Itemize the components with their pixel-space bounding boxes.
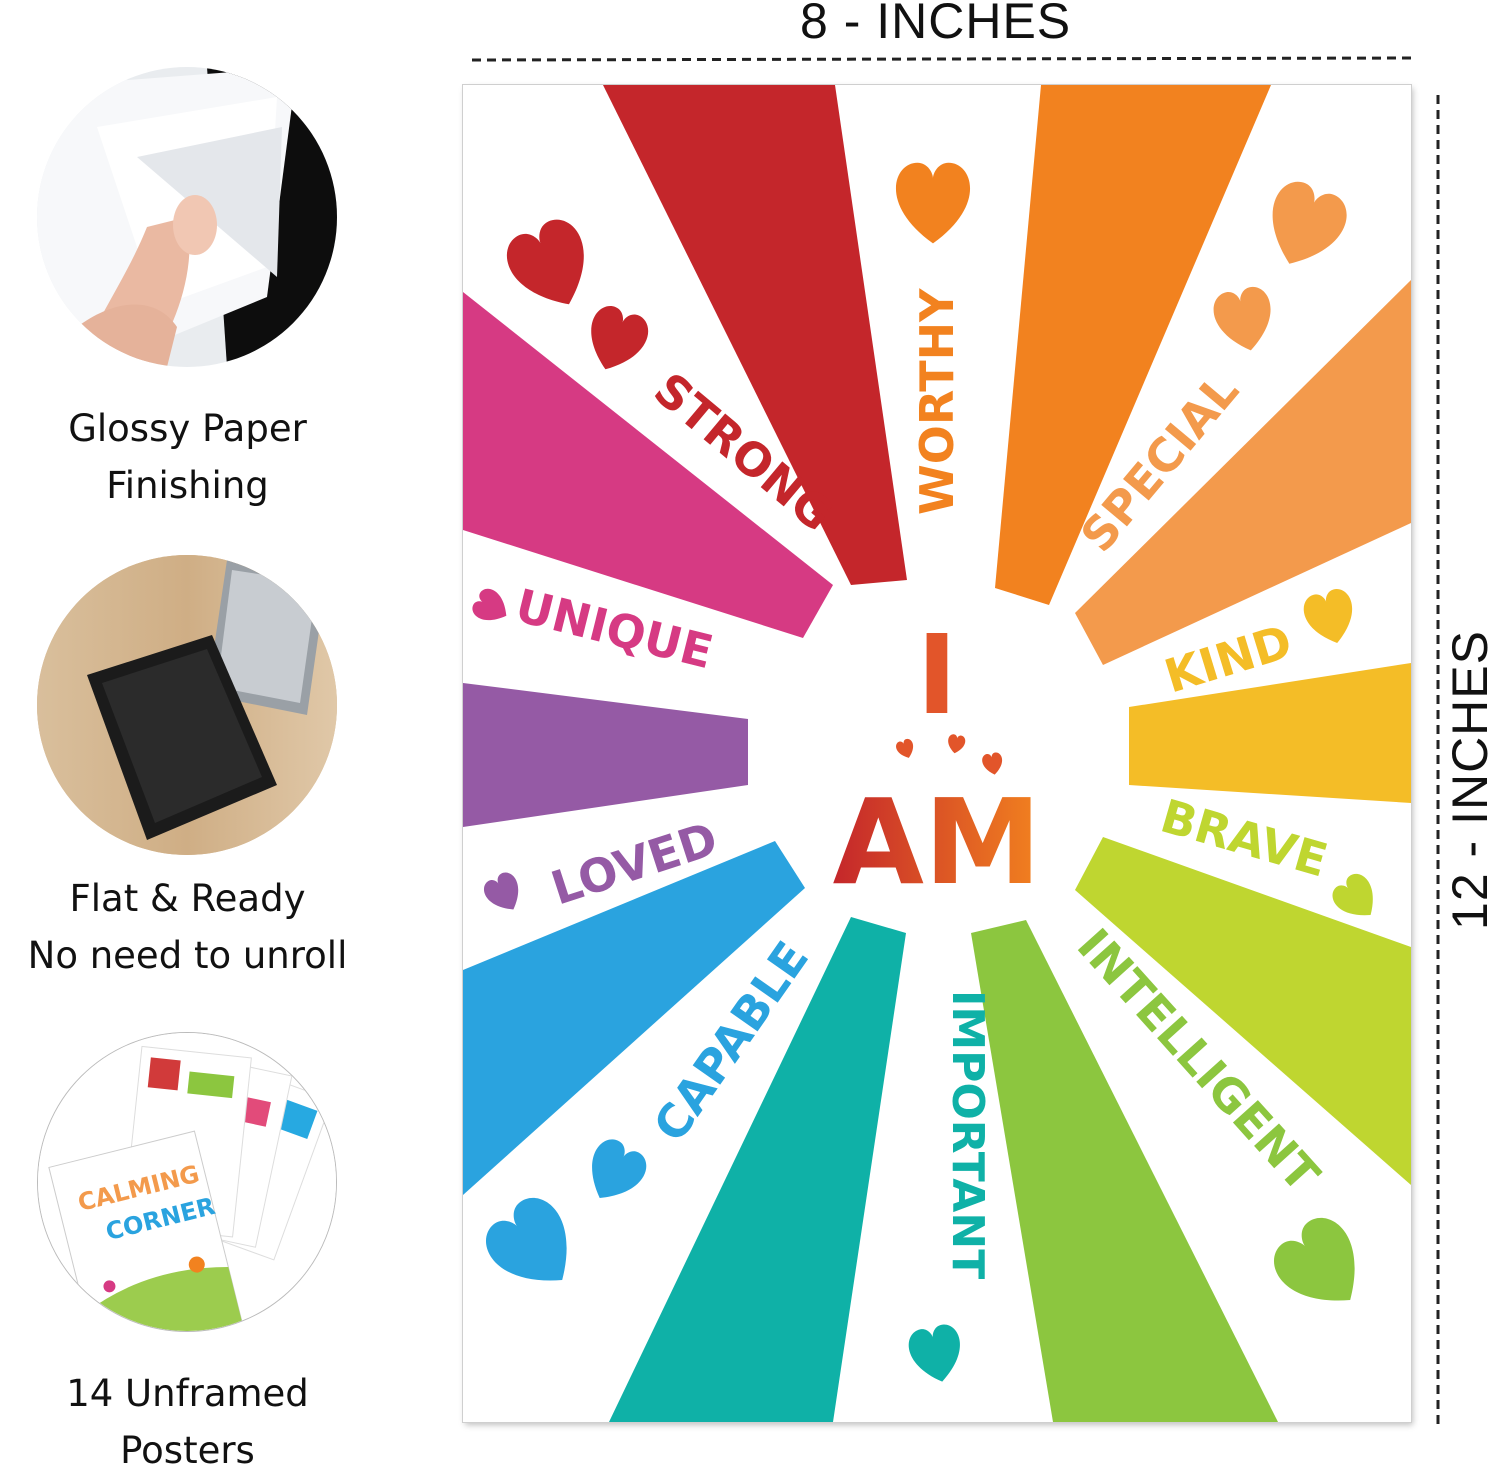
caption-line: 14 Unframed [66, 1372, 309, 1415]
ray-blue [463, 841, 805, 1195]
feature-caption-flat: Flat & Ready No need to unroll [0, 870, 375, 984]
ray-yellow [1129, 663, 1411, 803]
poster-stack-photo: CALMING CORNER [37, 1032, 337, 1332]
caption-line: Finishing [106, 464, 269, 507]
width-dimension-label: 8 - INCHES [800, 0, 1072, 49]
heart-icon [1272, 181, 1347, 264]
heart-icon [982, 752, 1003, 775]
feature-caption-posters: 14 Unframed Posters [0, 1365, 375, 1479]
word-important: IMPORTANT [942, 990, 993, 1279]
heart-icon [486, 1197, 567, 1281]
mailer-envelopes-photo [37, 555, 337, 855]
ray-pink [463, 292, 833, 638]
ray-purple [463, 683, 748, 827]
ray-orange [995, 85, 1271, 605]
heart-icon [1274, 1217, 1355, 1301]
heart-icon [1332, 873, 1373, 916]
heart-icon [1213, 287, 1271, 351]
height-dimension-label: 12 - INCHES [1442, 630, 1498, 930]
caption-line: Posters [120, 1429, 255, 1472]
feature-caption-glossy: Glossy Paper Finishing [0, 400, 375, 514]
word-worthy: WORTHY [910, 288, 964, 515]
height-dimension: 12 - INCHES [1440, 620, 1500, 940]
heart-icon [591, 306, 649, 370]
heart-icon [592, 1139, 647, 1199]
caption-line: No need to unroll [27, 934, 348, 977]
heart-icon [948, 734, 966, 754]
heading-i: I [917, 611, 958, 739]
heart-icon [908, 1324, 960, 1382]
ray-teal [609, 917, 906, 1422]
heart-icon [1303, 589, 1353, 643]
ray-red [603, 85, 907, 585]
poster-artwork: I AM STRONG WORTHY SPECIAL KIND BRAVE IN… [463, 85, 1411, 1422]
ray-lime [1075, 837, 1411, 1185]
caption-line: Glossy Paper [68, 407, 307, 450]
i-am-poster: I AM STRONG WORTHY SPECIAL KIND BRAVE IN… [463, 85, 1411, 1422]
heart-icon [896, 738, 914, 758]
heart-icon [895, 162, 971, 244]
heart-icon [472, 588, 507, 621]
heart-icon [506, 219, 584, 305]
heart-icon [484, 872, 519, 910]
caption-line: Flat & Ready [69, 877, 306, 920]
ray-green [971, 920, 1278, 1422]
ray-light-orange [1075, 280, 1411, 665]
heading-am: AM [833, 773, 1042, 911]
